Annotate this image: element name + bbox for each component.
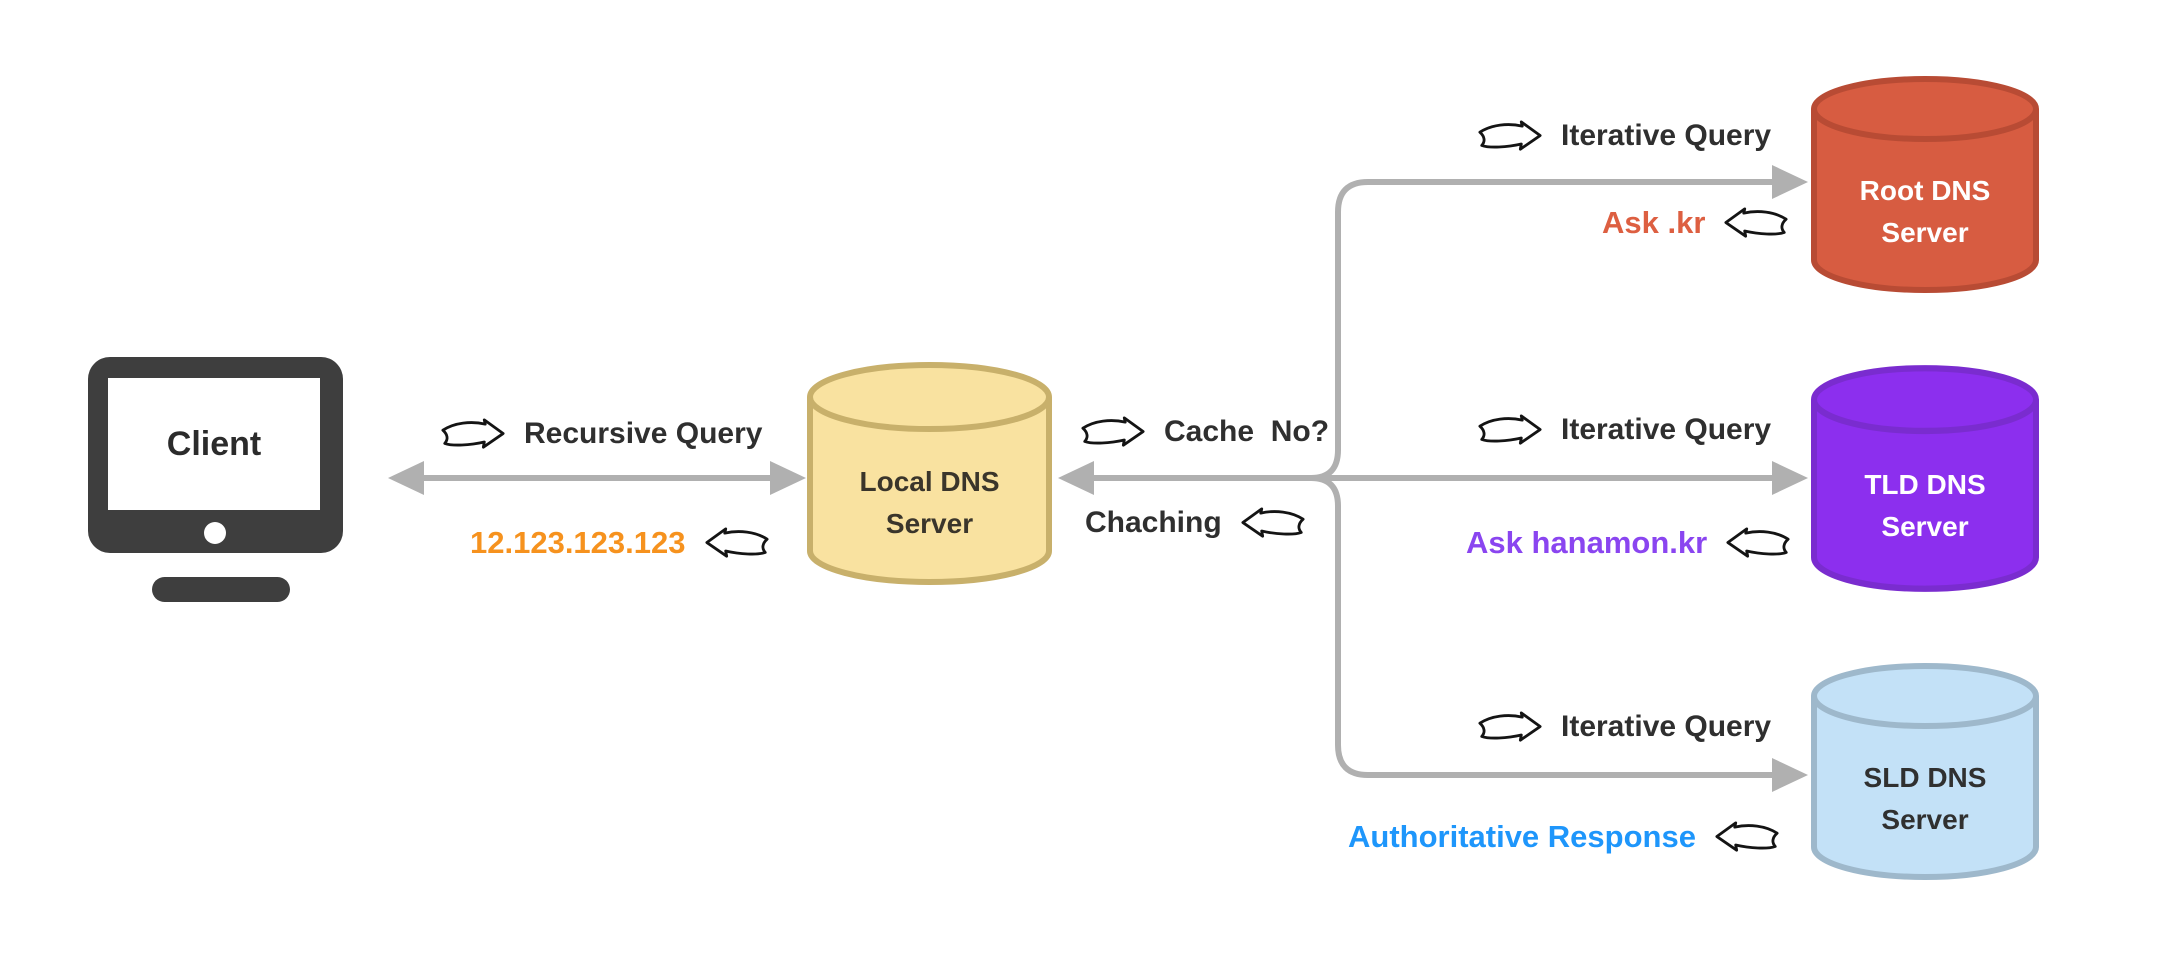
sld-response-text: Authoritative Response bbox=[1348, 819, 1696, 854]
sld-response-label: Authoritative Response bbox=[1348, 819, 1780, 855]
ip-response-text: 12.123.123.123 bbox=[470, 525, 686, 560]
sld-dns-server-node: SLD DNS Server bbox=[1810, 661, 2040, 883]
cache-response-label: Chaching bbox=[1085, 505, 1306, 541]
arrowhead-to-client bbox=[388, 461, 424, 495]
client-label: Client bbox=[166, 424, 262, 463]
root-query-label: Iterative Query bbox=[1477, 118, 1771, 154]
tld-query-label: Iterative Query bbox=[1477, 412, 1771, 448]
query-right-arrow-icon bbox=[1478, 711, 1542, 742]
cache-query-label: Cache No? bbox=[1080, 414, 1329, 450]
client-screen: Client bbox=[108, 378, 320, 510]
tld-dns-server-label: TLD DNS Server bbox=[1864, 469, 1986, 542]
client-monitor-icon: Client bbox=[88, 357, 343, 553]
arrowhead-to-sld bbox=[1772, 758, 1808, 792]
sld-query-text: Iterative Query bbox=[1561, 710, 1772, 743]
arrowhead-to-local-left bbox=[770, 461, 806, 495]
root-dns-server-node: Root DNS Server bbox=[1810, 74, 2040, 296]
cache-query-text: Cache No? bbox=[1164, 415, 1330, 448]
query-right-arrow-icon bbox=[441, 418, 505, 449]
arrowhead-to-tld bbox=[1772, 461, 1808, 495]
local-dns-server-node: Local DNS Server bbox=[806, 361, 1053, 590]
root-dns-server-label: Root DNS Server bbox=[1859, 175, 1991, 248]
tld-response-label: Ask hanamon.kr bbox=[1466, 525, 1791, 561]
query-right-arrow-icon bbox=[1478, 120, 1542, 151]
recursive-query-label: Recursive Query bbox=[440, 416, 762, 452]
query-right-arrow-icon bbox=[1081, 416, 1145, 447]
arrowhead-to-local-right bbox=[1058, 461, 1094, 495]
tld-dns-server-node: TLD DNS Server bbox=[1810, 363, 2040, 595]
tld-query-text: Iterative Query bbox=[1561, 413, 1772, 446]
tld-response-text: Ask hanamon.kr bbox=[1466, 525, 1708, 560]
database-cylinder-icon bbox=[1811, 365, 2039, 592]
ip-response-label: 12.123.123.123 bbox=[470, 525, 770, 561]
branch-to-root-line bbox=[1310, 179, 1776, 481]
recursive-query-text: Recursive Query bbox=[524, 417, 763, 450]
sld-query-label: Iterative Query bbox=[1477, 709, 1771, 745]
local-dns-server-label: Local DNS Server bbox=[859, 465, 1000, 539]
response-left-arrow-icon bbox=[1726, 527, 1790, 558]
sld-dns-server-label: SLD DNS Server bbox=[1863, 762, 1987, 835]
root-response-label: Ask .kr bbox=[1602, 205, 1789, 241]
branch-to-sld-line bbox=[1310, 475, 1776, 778]
cache-response-text: Chaching bbox=[1085, 506, 1222, 539]
database-cylinder-icon bbox=[1811, 76, 2039, 293]
query-right-arrow-icon bbox=[1478, 414, 1542, 445]
arrowhead-to-root bbox=[1772, 165, 1808, 199]
root-response-text: Ask .kr bbox=[1602, 205, 1706, 240]
response-left-arrow-icon bbox=[704, 527, 769, 558]
database-cylinder-icon bbox=[1811, 663, 2039, 880]
response-left-arrow-icon bbox=[1724, 207, 1788, 238]
root-query-text: Iterative Query bbox=[1561, 119, 1772, 152]
response-left-arrow-icon bbox=[1241, 507, 1305, 538]
response-left-arrow-icon bbox=[1715, 821, 1779, 852]
database-cylinder-icon bbox=[807, 362, 1052, 585]
monitor-button-icon bbox=[204, 522, 226, 544]
client-monitor-stand-icon bbox=[152, 577, 290, 602]
